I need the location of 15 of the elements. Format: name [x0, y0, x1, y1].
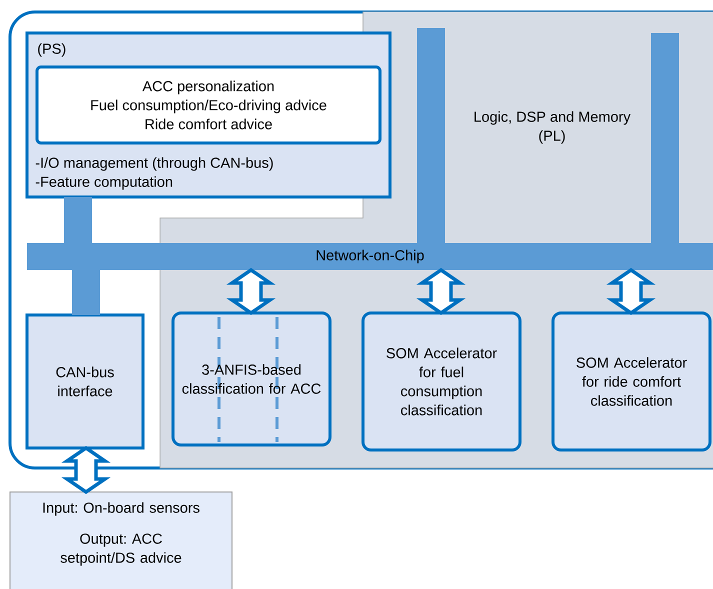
network-bar: Network-on-Chip: [27, 243, 713, 270]
box-text: SOM Accelerator for ride comfort classification: [576, 357, 687, 406]
chip-frame: [8, 10, 713, 470]
task-box: ACC personalization Fuel consumption/Eco-driving advice Ride comfort advice: [36, 66, 382, 144]
bus-bar: [651, 33, 679, 243]
bus-bar: [417, 28, 445, 243]
box-text: SOM Accelerator for fuel consumption classification: [386, 348, 497, 416]
accelerator-box: [552, 312, 712, 452]
bus-bar: [72, 270, 100, 315]
box-text: 3-ANFIS-based classification for ACC: [182, 364, 321, 394]
accelerator-box: [172, 312, 332, 446]
accelerator-box: [362, 312, 522, 452]
io-box: Input: On-board sensors Output: ACC setpoint/DS advice: [10, 492, 232, 589]
bus-bar: [64, 197, 92, 243]
interface-box: CAN-bus interface: [26, 314, 144, 450]
